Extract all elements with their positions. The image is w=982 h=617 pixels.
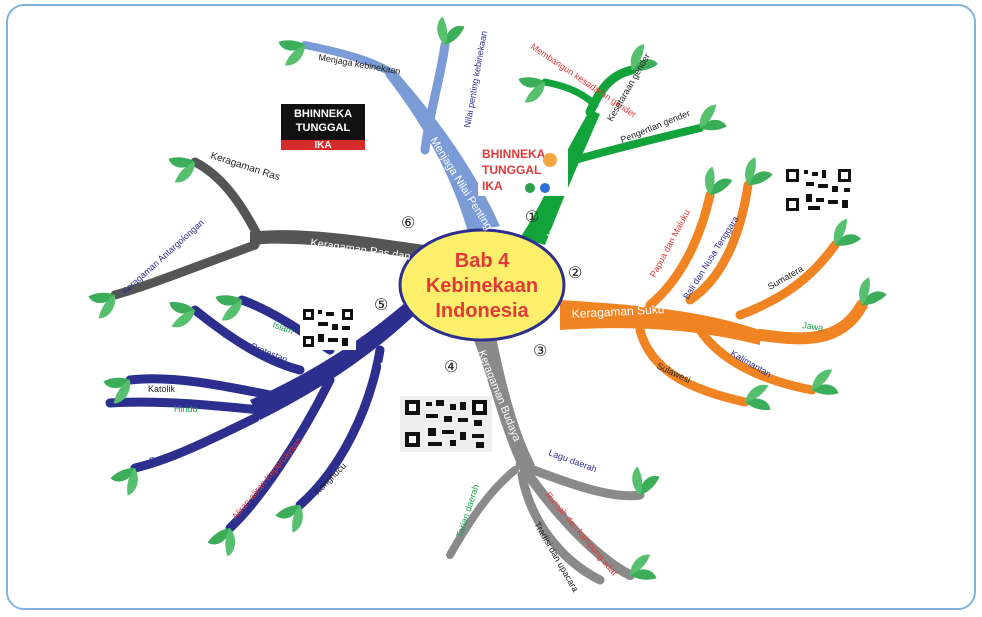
center-title-1: Bab 4 xyxy=(455,250,510,272)
page-frame xyxy=(6,4,976,610)
number-3: ③ xyxy=(533,343,547,360)
logo2-line1: BHINNEKA xyxy=(482,147,546,161)
logo1-line3: IKA xyxy=(314,140,331,151)
number-1: ① xyxy=(525,209,539,226)
branch-budaya xyxy=(446,330,645,585)
sub-nilai-penting: Nilai penting kebinekaan xyxy=(462,30,489,128)
qr-code-3[interactable] xyxy=(400,396,492,452)
center-title-2: Kebinekaan xyxy=(426,275,538,297)
sub-sulawesi: Sulawesi xyxy=(655,361,692,385)
logo2-line2: TUNGGAL xyxy=(482,163,541,177)
sub-jawa: Jawa xyxy=(802,320,824,333)
logo1-line2: TUNGGAL xyxy=(296,122,351,134)
sub-lagu: Lagu daerah xyxy=(547,447,598,474)
number-2: ② xyxy=(568,265,582,282)
number-5: ⑤ xyxy=(374,297,388,314)
sub-antargolongan: Keragaman Antargolongan xyxy=(120,217,206,296)
branch-label-suku: Keragaman Suku xyxy=(571,302,664,321)
sub-budha: Budha xyxy=(149,452,176,466)
center-node xyxy=(398,228,566,342)
qr-code-1[interactable] xyxy=(782,166,854,214)
logo-bhinneka-dark: BHINNEKA TUNGGAL IKA xyxy=(281,104,365,151)
center-title-3: Indonesia xyxy=(435,300,529,322)
branch-menjaga xyxy=(301,40,500,232)
branch-ras xyxy=(110,157,425,300)
sub-katolik: Katolik xyxy=(148,384,176,394)
logo-bhinneka-color: BHINNEKA TUNGGAL IKA xyxy=(478,140,568,196)
sub-kristen: Kristen Protestan xyxy=(221,330,289,365)
number-4: ④ xyxy=(444,359,458,376)
number-6: ⑥ xyxy=(401,215,415,232)
logo1-line1: BHINNEKA xyxy=(294,108,352,120)
branch-suku xyxy=(560,180,868,407)
branch-agama xyxy=(105,290,430,533)
qr-code-2[interactable] xyxy=(300,306,356,350)
sub-hindu: Hindu xyxy=(174,404,198,414)
logo2-line3: IKA xyxy=(482,179,503,193)
